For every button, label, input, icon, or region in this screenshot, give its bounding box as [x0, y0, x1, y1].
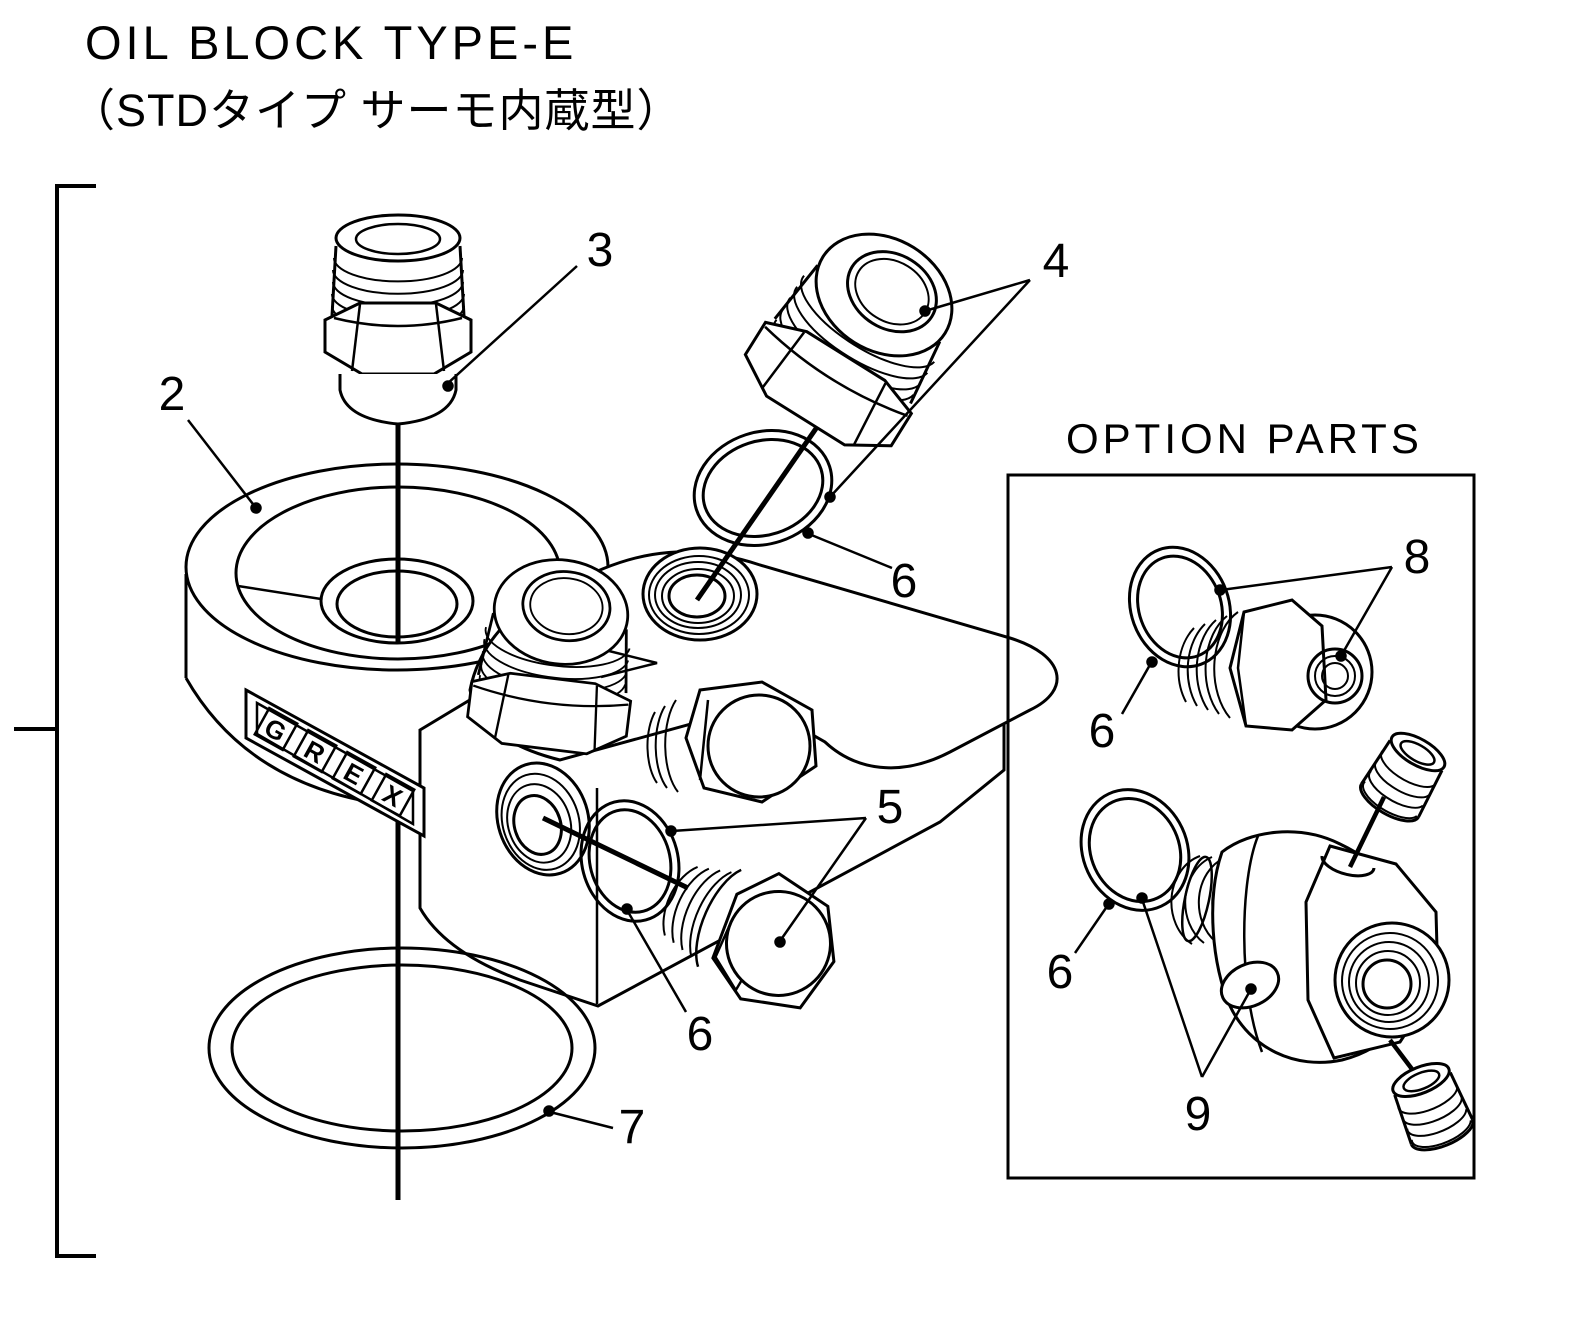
plate-rim-chevron [600, 647, 658, 679]
part-3-center-bolt [323, 213, 473, 426]
callout-7-label: 7 [619, 1101, 646, 1154]
callout-leader-lines [187, 265, 1394, 1130]
o-ring-6-bottom [579, 799, 681, 923]
callout-6-main-bottom-label: 6 [687, 1008, 714, 1061]
o-ring-6-top [692, 429, 834, 547]
part-8-plug-fitting [1177, 598, 1374, 732]
callout-3-label: 3 [587, 224, 614, 277]
callout-9-label: 9 [1185, 1088, 1212, 1141]
installed-hex-plug [646, 680, 818, 804]
part-5-axis-line [541, 815, 690, 891]
option-parts-title: OPTION PARTS [1066, 415, 1423, 462]
option-parts-box [1006, 473, 1476, 1180]
grex-logo-plate: G R E X [244, 687, 426, 839]
callout-6-option-bottom-label: 6 [1047, 946, 1074, 999]
part-9-sensor-adapter [1170, 830, 1451, 1064]
callout-5-label: 5 [877, 781, 904, 834]
o-ring-6-option-bottom [1079, 788, 1191, 912]
top-plug-notch [1320, 855, 1376, 878]
callout-4-label: 4 [1043, 235, 1070, 288]
callout-6-main-top-label: 6 [891, 555, 918, 608]
kit-bracket [14, 184, 96, 1258]
callout-8-label: 8 [1404, 531, 1431, 584]
page-subtitle: （STDタイプ サーモ内蔵型） [70, 85, 683, 136]
callout-2-label: 2 [159, 368, 186, 421]
callout-6-option-top-label: 6 [1089, 705, 1116, 758]
page-title: OIL BLOCK TYPE-E [85, 16, 577, 69]
part-7-large-o-ring [207, 946, 597, 1150]
